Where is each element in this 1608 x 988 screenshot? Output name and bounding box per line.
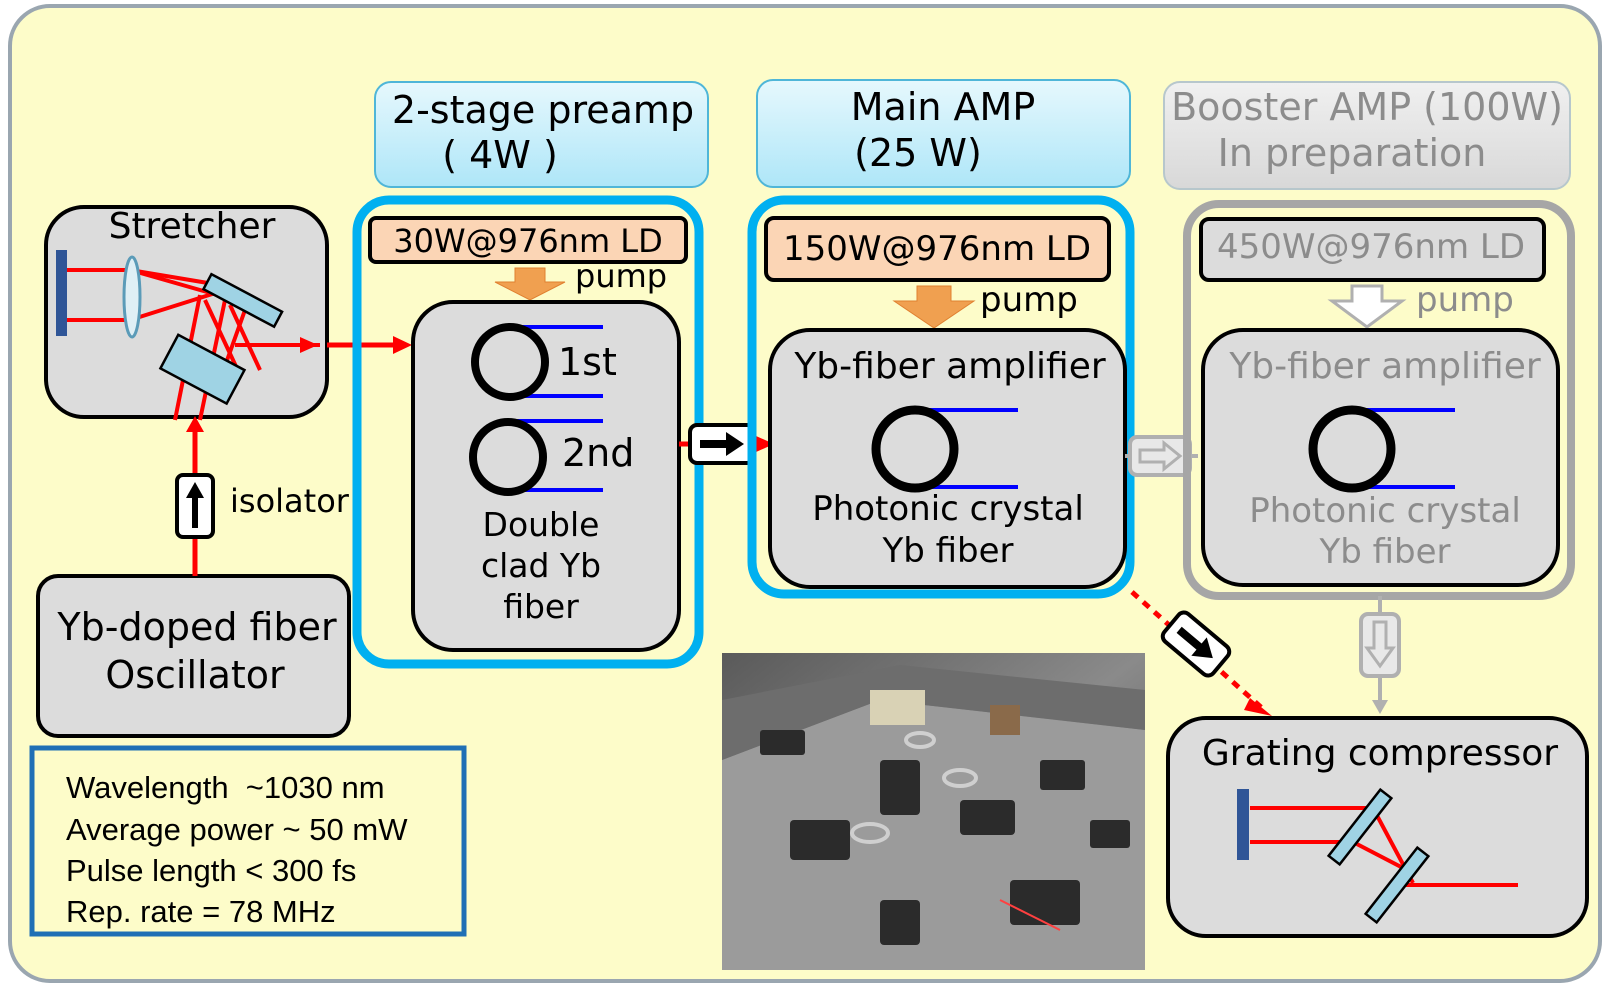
booster-title-box: Booster AMP (100W) In preparation — [1163, 81, 1571, 190]
main-fiber-line2: Yb fiber — [881, 531, 1013, 571]
main-amp-title: Yb-fiber amplifier — [793, 346, 1106, 387]
oscillator-box: Yb-doped fiber Oscillator — [36, 574, 351, 738]
preamp-main-isolator — [688, 423, 756, 465]
preamp-fiber-line1: Double — [483, 505, 600, 544]
booster-fiber-line1: Photonic crystal — [1249, 491, 1521, 531]
preamp-fiber-line2: clad Yb — [481, 546, 601, 585]
main-compressor-isolator — [1160, 610, 1232, 678]
isolator-arrow-icon — [186, 482, 204, 528]
booster-pump-arrow-icon — [1327, 284, 1407, 329]
stretcher-lens — [122, 255, 142, 339]
spec-wavelength: Wavelength ~1030 nm — [66, 770, 385, 805]
stretcher-label: Stretcher — [109, 206, 276, 247]
main-fiber-line1: Photonic crystal — [812, 489, 1084, 529]
stretcher-end-mirror — [56, 250, 67, 336]
coil1-icon — [471, 323, 549, 401]
main-pump-arrow-icon — [892, 285, 976, 329]
booster-amplifier-box — [1201, 328, 1560, 587]
booster-title-line1: Booster AMP (100W) — [1171, 85, 1563, 129]
stretcher-grating — [201, 272, 284, 329]
lab-photo — [722, 653, 1145, 970]
main-coil-icon — [871, 405, 959, 493]
compressor-input-arrowhead — [1244, 698, 1272, 716]
oscillator-label-line2: Oscillator — [105, 653, 285, 697]
diagonal-isolator-arrow-icon — [1176, 626, 1213, 659]
booster-compressor-arrowhead — [1372, 700, 1388, 714]
oscillator-label-line1: Yb-doped fiber — [56, 605, 337, 649]
coil2-label: 2nd — [562, 431, 634, 475]
main-ld-label: 150W@976nm LD — [783, 229, 1091, 269]
compressor-label: Grating compressor — [1202, 733, 1558, 774]
grating-compressor-box: Grating compressor — [1166, 716, 1589, 938]
booster-title-line2: In preparation — [1218, 131, 1487, 175]
main-pump-label: pump — [980, 280, 1078, 320]
stretcher-roof-mirror — [158, 333, 247, 406]
booster-ld-label: 450W@976nm LD — [1217, 227, 1525, 267]
main-amp-stage: 150W@976nm LD pump Yb-fiber amplifier Ph… — [747, 195, 1135, 599]
spec-pulse-length: Pulse length < 300 fs — [66, 853, 356, 888]
main-amp-stage-border — [747, 195, 1135, 599]
preamp-title-box: 2-stage preamp ( 4W ) — [374, 81, 709, 188]
main-amp-title-line1: Main AMP — [851, 85, 1036, 129]
booster-compressor-isolator — [1359, 612, 1401, 678]
oscillator-spec-box: Wavelength ~1030 nm Average power ~ 50 m… — [29, 745, 467, 937]
booster-isolator-down-arrow-icon — [1364, 620, 1396, 669]
booster-isolator-arrow-icon — [1138, 439, 1183, 473]
stretcher-box: Stretcher — [44, 205, 329, 421]
compressor-grating-2 — [1363, 845, 1431, 925]
booster-pump-label: pump — [1416, 280, 1514, 320]
stretcher-input-arrowhead — [186, 416, 204, 432]
preamp-pump-label: pump — [575, 257, 667, 295]
booster-amp-title: Yb-fiber amplifier — [1228, 346, 1541, 387]
preamp-input-arrowhead — [393, 336, 412, 354]
booster-coil-icon — [1308, 405, 1396, 493]
preamp-ld-box — [368, 216, 688, 264]
isolator-right-arrow-icon — [700, 432, 744, 456]
isolator-label: isolator — [230, 482, 350, 520]
preamp-title-line2: ( 4W ) — [442, 133, 558, 177]
preamp-pump-arrow-icon — [494, 267, 566, 301]
booster-ld-box — [1199, 217, 1546, 282]
isolator: isolator — [175, 473, 350, 539]
preamp-title-line1: 2-stage preamp — [392, 88, 694, 132]
coil1-label: 1st — [558, 340, 617, 384]
preamp-amplifier-box — [411, 300, 681, 652]
main-booster-isolator — [1128, 435, 1192, 477]
main-amp-title-line2: (25 W) — [854, 131, 982, 175]
compressor-end-mirror — [1237, 789, 1249, 860]
coil2-icon — [469, 418, 547, 496]
spec-rep-rate: Rep. rate = 78 MHz — [66, 894, 336, 929]
main-amplifier-box — [768, 328, 1127, 589]
booster-fiber-line2: Yb fiber — [1318, 532, 1450, 572]
compressor-grating-1 — [1326, 787, 1394, 867]
main-amp-title-box: Main AMP (25 W) — [756, 79, 1131, 188]
preamp-ld-label: 30W@976nm LD — [393, 222, 663, 260]
main-input-arrowhead — [756, 436, 774, 452]
spec-average-power: Average power ~ 50 mW — [66, 812, 408, 847]
main-ld-box — [764, 216, 1111, 282]
booster-amp-stage: 450W@976nm LD pump Yb-fiber amplifier Ph… — [1183, 200, 1575, 600]
stretcher-output-arrowhead — [300, 337, 318, 353]
preamp-fiber-line3: fiber — [503, 587, 579, 626]
